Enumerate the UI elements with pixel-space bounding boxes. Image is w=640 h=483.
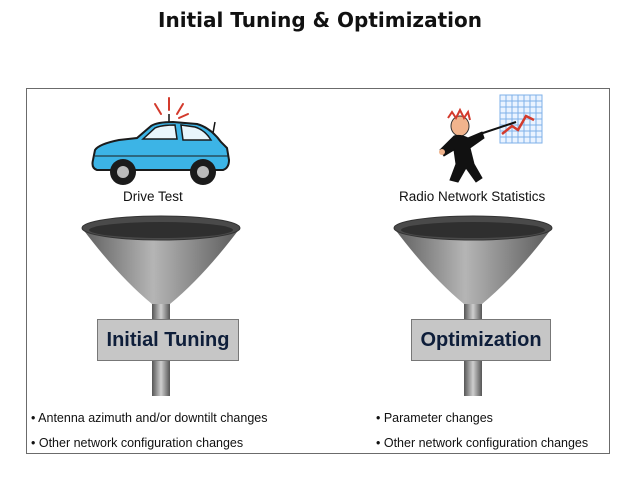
drive-test-caption: Drive Test [123,189,183,204]
right-bullet-1: • Parameter changes [376,411,493,425]
left-bullet-1: • Antenna azimuth and/or downtilt change… [31,411,268,425]
initial-tuning-box: Initial Tuning [97,319,239,361]
page-title: Initial Tuning & Optimization [158,8,482,32]
car-icon [91,97,231,185]
optimization-box: Optimization [411,319,551,361]
left-bullet-2: • Other network configuration changes [31,436,244,450]
right-funnel [393,215,553,396]
radio-network-statistics-caption: Radio Network Statistics [399,189,546,204]
right-bullet-2: • Other network configuration changes [376,436,589,450]
left-funnel [81,215,241,396]
presenter-chart-icon [439,94,543,183]
